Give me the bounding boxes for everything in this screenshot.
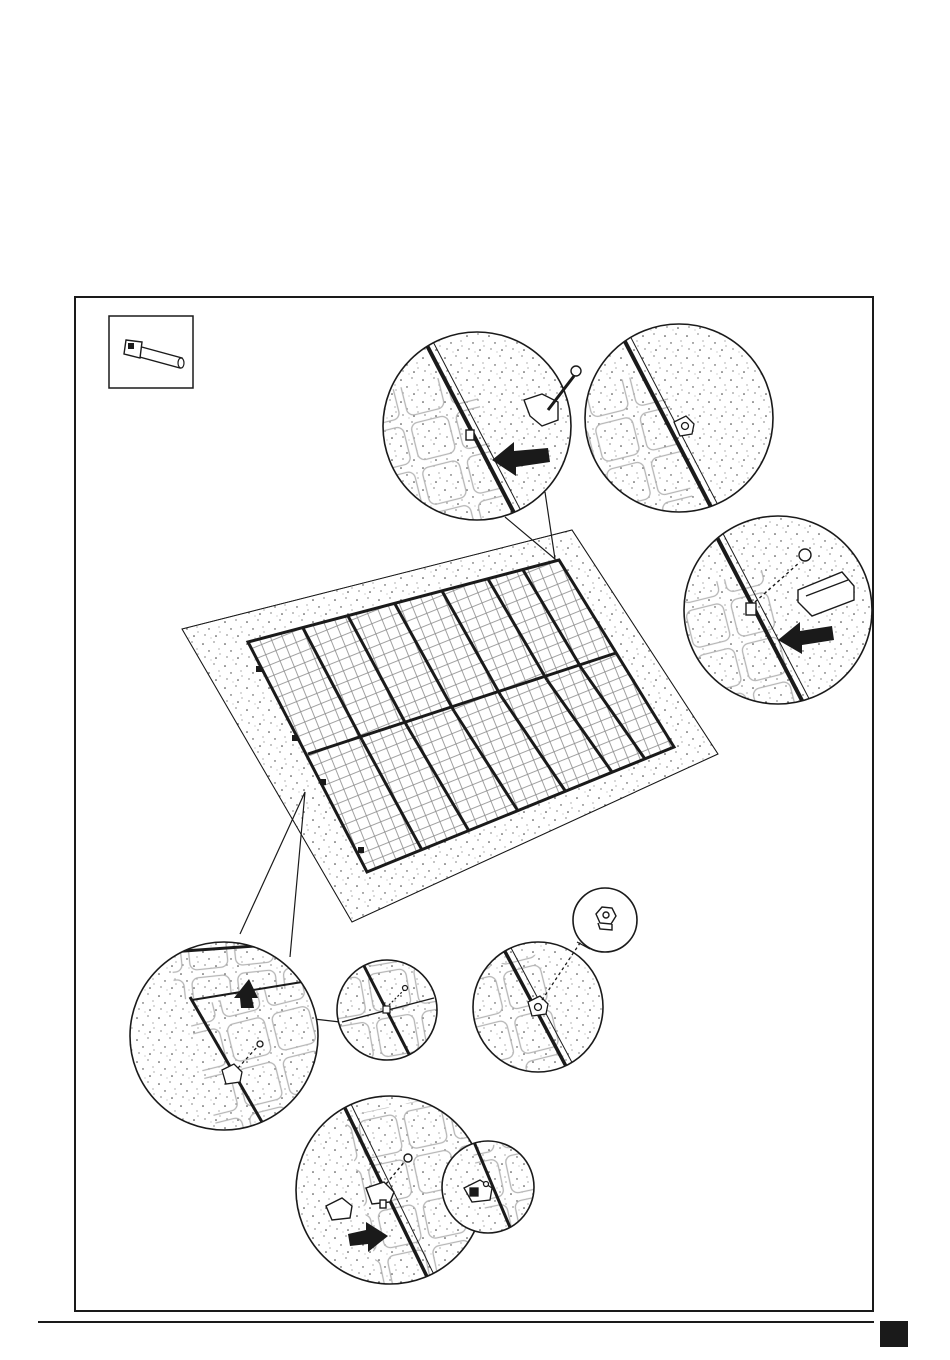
detail-end-clamp-mounted <box>544 322 782 554</box>
footer-rule <box>38 1321 874 1323</box>
detail-clamp-bolt-tightened <box>461 934 607 1080</box>
detail-bolt-closeup <box>573 888 637 952</box>
installation-illustration <box>76 298 876 1314</box>
detail-mid-clamp-bolt <box>325 953 452 1080</box>
detail-end-clamp-screw <box>354 322 592 554</box>
detail-mid-clamp-insert <box>122 924 349 1154</box>
tool-box <box>109 316 193 388</box>
page-tab-marker <box>880 1321 908 1347</box>
figure-frame <box>74 296 874 1312</box>
